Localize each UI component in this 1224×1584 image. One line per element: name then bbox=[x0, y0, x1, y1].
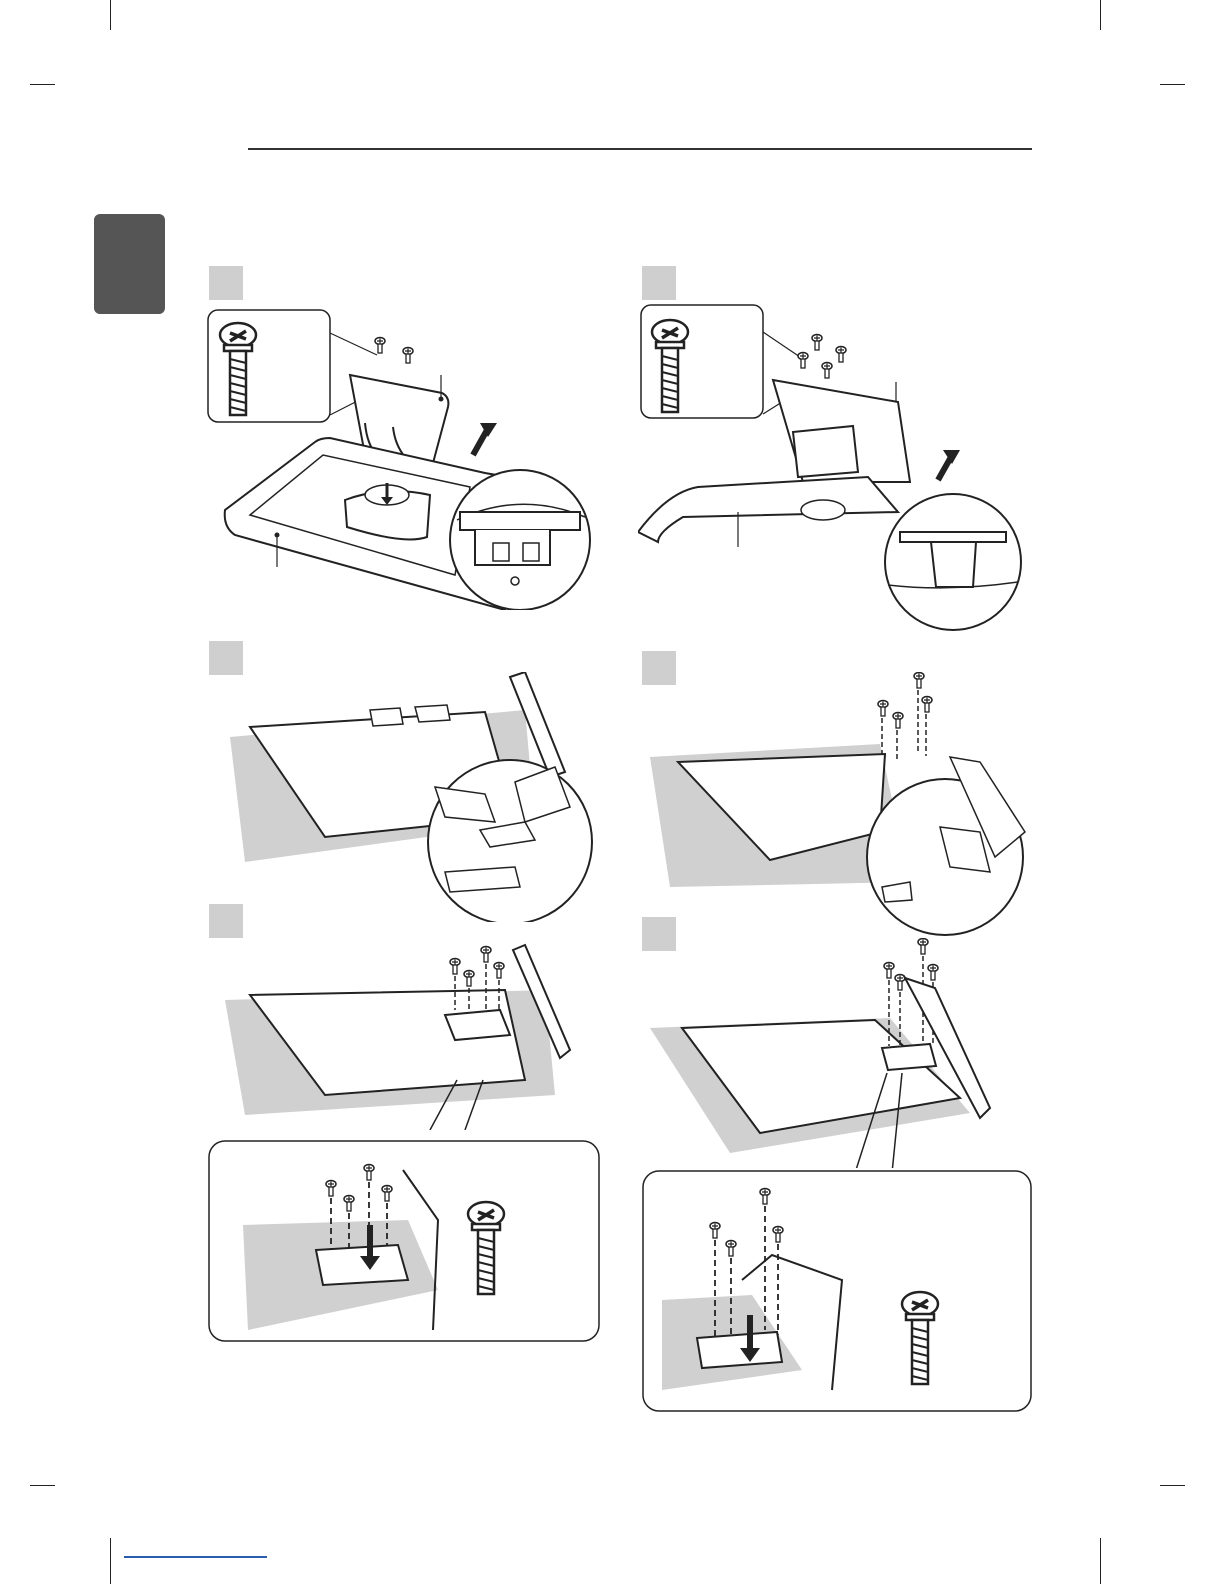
header-rule bbox=[248, 148, 1032, 150]
stand-base-illustration-left bbox=[205, 305, 610, 610]
crop-mark bbox=[110, 1538, 111, 1584]
step-box-right-1 bbox=[642, 266, 676, 300]
step-box-left-2 bbox=[209, 641, 243, 675]
section-tab bbox=[94, 214, 165, 314]
step-box-left-1 bbox=[209, 266, 243, 300]
stand-base-illustration-right bbox=[638, 302, 1038, 632]
crop-mark bbox=[1160, 1485, 1185, 1486]
footer-link[interactable] bbox=[124, 1556, 267, 1558]
crop-mark bbox=[1160, 84, 1185, 85]
crop-mark bbox=[30, 1485, 55, 1486]
crop-mark bbox=[30, 84, 55, 85]
tv-back-illustration-right-2 bbox=[650, 672, 1035, 937]
tv-back-illustration-left-3 bbox=[225, 940, 585, 1130]
detail-box-right bbox=[642, 1170, 1032, 1412]
detail-box-left bbox=[208, 1140, 600, 1342]
crop-mark bbox=[110, 0, 111, 30]
crop-mark bbox=[1100, 0, 1101, 30]
crop-mark bbox=[1100, 1538, 1101, 1584]
tv-back-illustration-right-3 bbox=[650, 938, 1030, 1168]
tv-back-illustration-left-2 bbox=[225, 672, 605, 922]
